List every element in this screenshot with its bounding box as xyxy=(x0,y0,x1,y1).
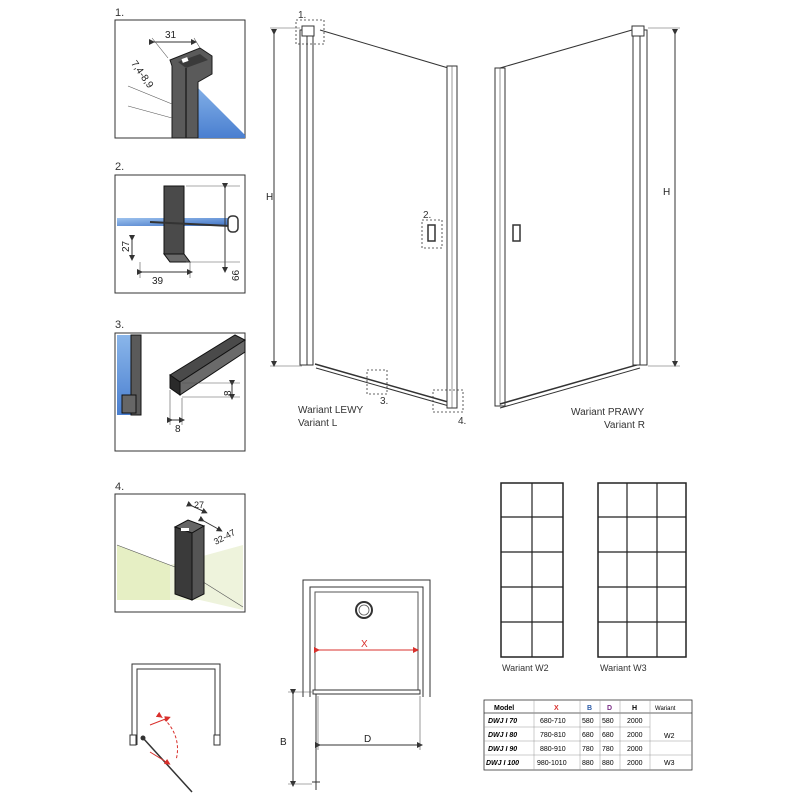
left-h-label: H xyxy=(266,192,273,203)
left-door-top xyxy=(319,29,456,71)
plan-view: X D B xyxy=(280,579,431,790)
detail-4-floor xyxy=(117,545,170,600)
shower-tray xyxy=(314,591,419,693)
row1-b: 680 xyxy=(582,732,594,739)
detail-1: 1. 31 7,4-8,9 xyxy=(114,7,246,139)
row0-b: 580 xyxy=(582,718,594,725)
detail-4-profile xyxy=(174,526,193,601)
dimension-table: Model X B D H Wariant DWJ I 70 680-710 5… xyxy=(483,699,693,771)
callout-box-1 xyxy=(295,19,325,45)
front-view-left: H 1. 2. 3. 4. Wariant LEWY Variant L xyxy=(266,10,466,429)
detail-1-glass xyxy=(190,80,245,138)
detail-2-handle-bar xyxy=(149,221,231,227)
drain-icon xyxy=(355,601,373,619)
left-wall-profile xyxy=(299,29,308,366)
th-variant: Wariant xyxy=(655,706,676,712)
plan-b-label: B xyxy=(280,737,287,748)
detail-3: 3. 8 8 xyxy=(114,319,247,452)
detail-2-handle-knob xyxy=(227,215,239,233)
callout-box-4 xyxy=(432,389,464,413)
detail-2-number: 2. xyxy=(115,161,124,173)
table-frame xyxy=(483,699,693,771)
right-caption-line2: Variant R xyxy=(604,420,645,431)
swing-door-leaf xyxy=(142,737,193,793)
row0-d: 580 xyxy=(602,718,614,725)
plan-door xyxy=(312,689,421,695)
detail-2-height-27: 27 xyxy=(121,240,132,252)
row1-h: 2000 xyxy=(627,732,643,739)
row2-b: 780 xyxy=(582,746,594,753)
detail-1-width: 31 xyxy=(165,30,177,41)
plan-d-label: D xyxy=(364,734,371,745)
right-wall-profile xyxy=(632,29,641,366)
detail-3-width-8: 8 xyxy=(175,424,181,435)
w2-caption: Wariant W2 xyxy=(502,663,549,673)
right-door-handle xyxy=(512,224,521,242)
right-h-label: H xyxy=(663,187,670,198)
row3-b: 880 xyxy=(582,760,594,767)
detail-2: 2. 27 39 66 xyxy=(114,161,246,294)
row2-d: 780 xyxy=(602,746,614,753)
row2-h: 2000 xyxy=(627,746,643,753)
detail-4-width-27: 27 xyxy=(194,500,204,510)
row3-model: DWJ I 100 xyxy=(486,760,519,767)
plan-x-label: X xyxy=(361,639,368,650)
th-h: H xyxy=(632,705,637,712)
th-model: Model xyxy=(494,705,514,712)
left-caption-line1: Wariant LEWY xyxy=(298,405,364,416)
front-view-right: H Wariant PRAWY Variant R xyxy=(494,25,680,431)
variant-w2-cell: W2 xyxy=(664,733,675,740)
row3-d: 880 xyxy=(602,760,614,767)
detail-3-number: 3. xyxy=(115,319,124,331)
callout-1: 1. xyxy=(298,10,306,21)
row0-h: 2000 xyxy=(627,718,643,725)
th-b: B xyxy=(587,705,592,712)
callout-2: 2. xyxy=(423,210,431,221)
row2-x: 880-910 xyxy=(540,746,566,753)
row0-x: 680-710 xyxy=(540,718,566,725)
row1-x: 780-810 xyxy=(540,732,566,739)
swing-plan xyxy=(129,663,221,793)
detail-2-width-39: 39 xyxy=(152,276,164,287)
variant-w3-cell: W3 xyxy=(664,760,675,767)
detail-3-height-8: 8 xyxy=(223,390,234,396)
right-caption-line1: Wariant PRAWY xyxy=(571,407,644,418)
callout-box-2 xyxy=(421,219,443,249)
row3-x: 980-1010 xyxy=(537,760,567,767)
left-door-handle xyxy=(427,224,436,242)
right-door-bottom xyxy=(499,363,641,405)
callout-3: 3. xyxy=(380,396,388,407)
row3-h: 2000 xyxy=(627,760,643,767)
detail-1-number: 1. xyxy=(115,7,124,19)
detail-2-profile xyxy=(163,185,185,255)
row1-d: 680 xyxy=(602,732,614,739)
row2-model: DWJ I 90 xyxy=(488,746,517,753)
variant-w3: Wariant W3 xyxy=(597,482,687,673)
left-caption-line2: Variant L xyxy=(298,418,338,429)
detail-2-height-66: 66 xyxy=(231,269,242,281)
detail-1-profile xyxy=(169,47,213,139)
row0-model: DWJ I 70 xyxy=(488,718,517,725)
w3-caption: Wariant W3 xyxy=(600,663,647,673)
variant-w2: Wariant W2 xyxy=(500,482,564,673)
callout-4: 4. xyxy=(458,416,466,427)
row1-model: DWJ I 80 xyxy=(488,732,517,739)
detail-4: 4. 27 32-47 xyxy=(114,481,246,613)
w3-panel xyxy=(597,482,687,658)
callout-box-3 xyxy=(366,369,388,395)
th-d: D xyxy=(607,705,612,712)
left-door-bottom xyxy=(314,363,456,405)
th-x: X xyxy=(554,705,559,712)
detail-4-number: 4. xyxy=(115,481,124,493)
right-door-top xyxy=(499,29,633,69)
